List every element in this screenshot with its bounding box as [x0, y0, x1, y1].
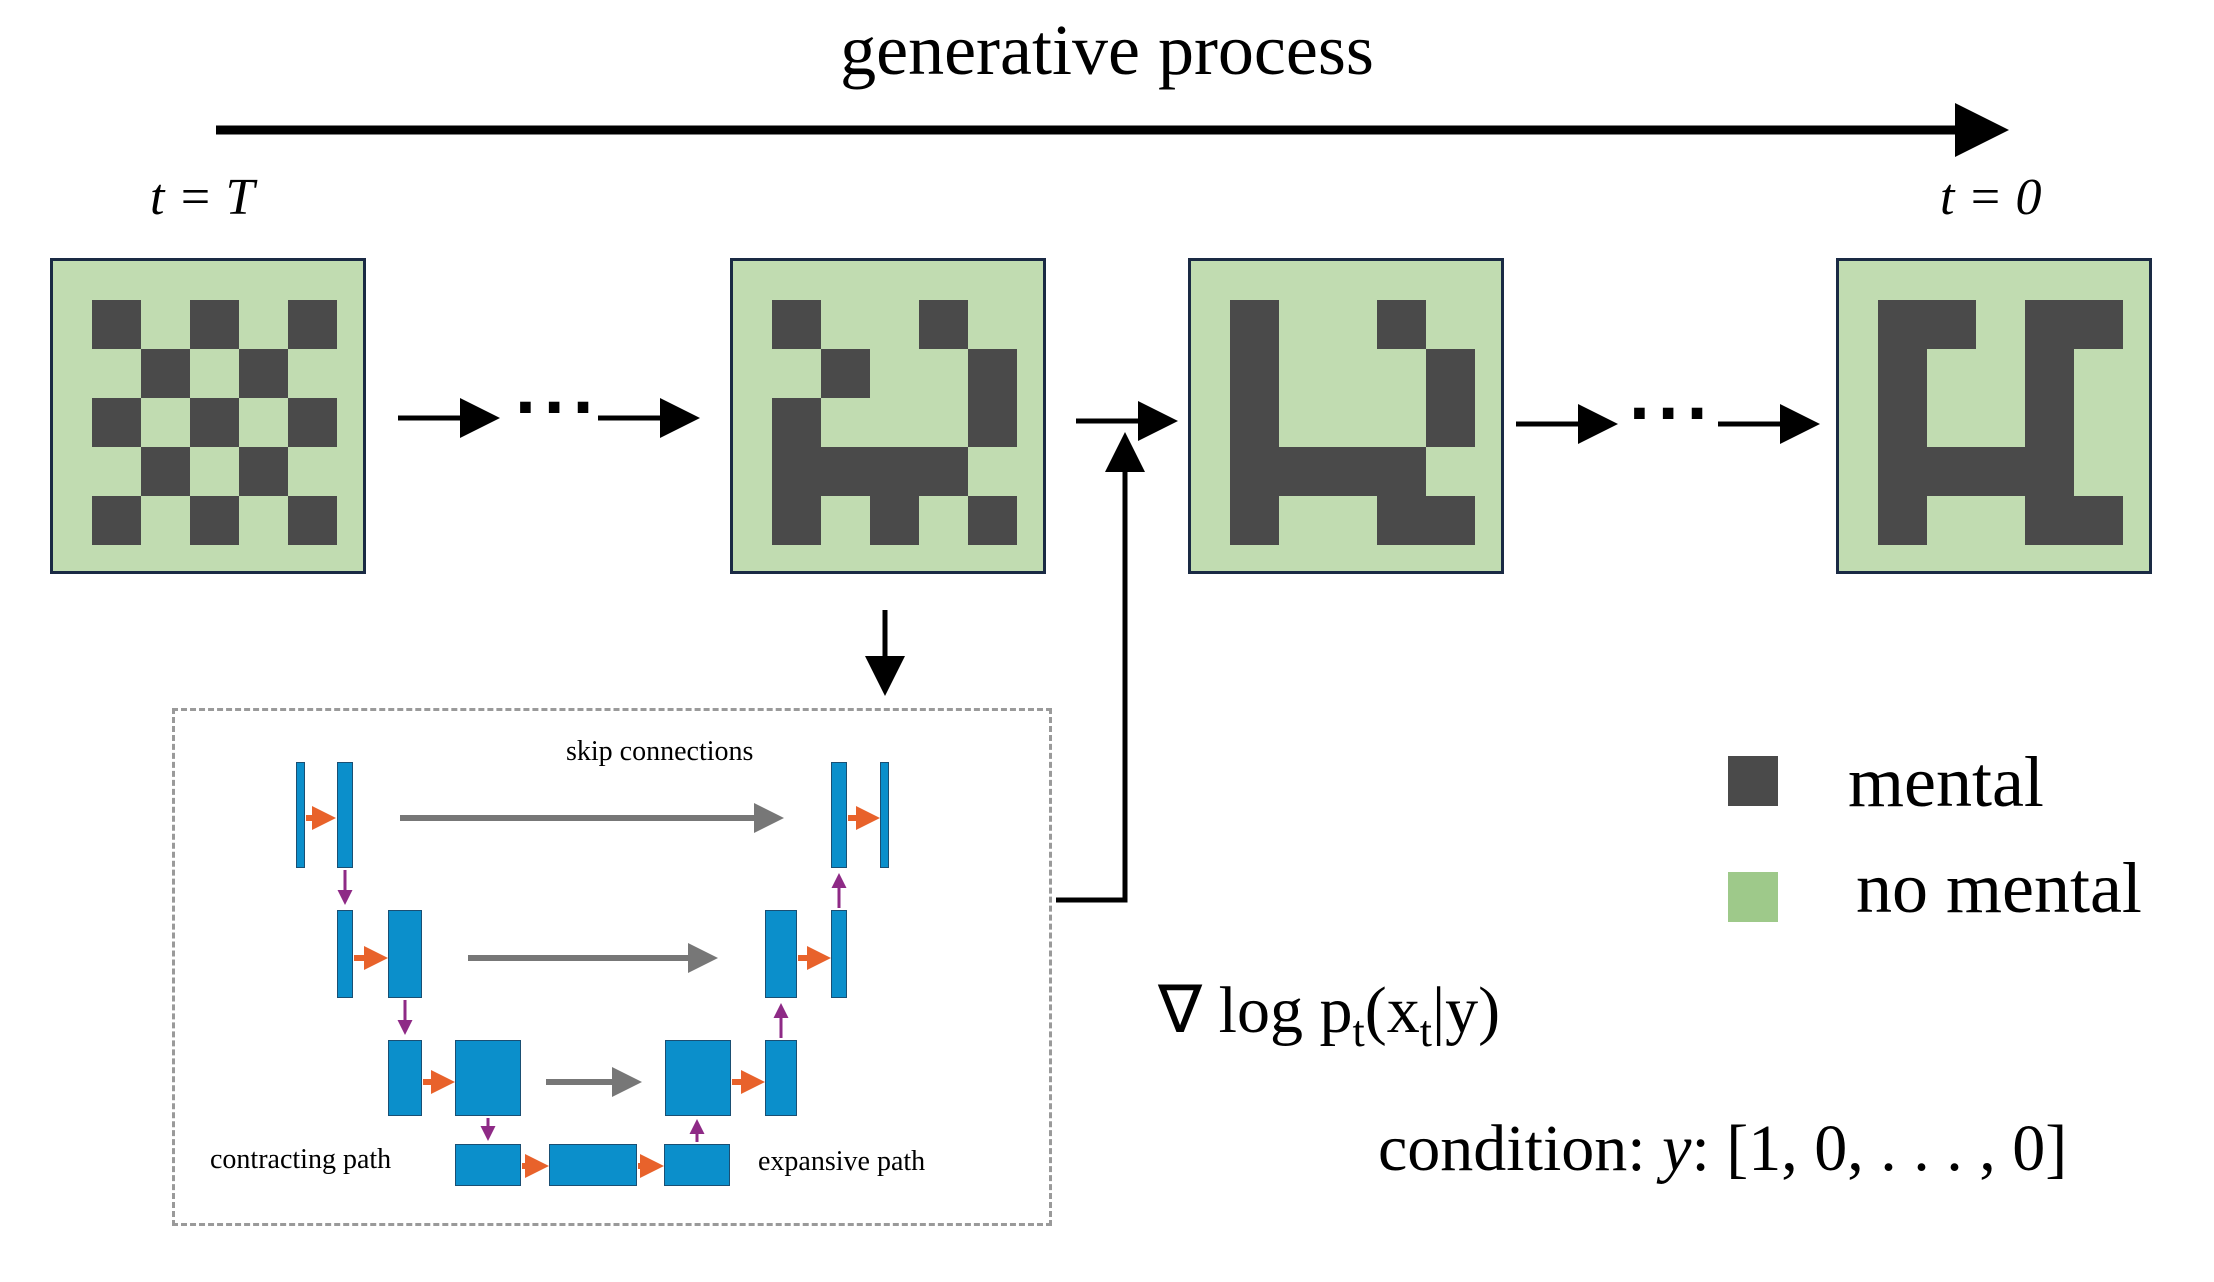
grid-cell	[1927, 300, 1976, 349]
grid-cell	[968, 496, 1017, 545]
grid-cell	[92, 496, 141, 545]
grid-cell	[288, 496, 337, 545]
grid-cell	[2074, 496, 2123, 545]
unet-bottleneck-1	[455, 1144, 521, 1186]
grid-cell	[2074, 300, 2123, 349]
ellipsis-1: ···	[514, 373, 601, 443]
grid-cell	[1230, 349, 1279, 398]
grid-cell	[772, 447, 821, 496]
unet-dec3b-block	[765, 1040, 797, 1116]
time-start-label: t = T	[150, 169, 255, 226]
grid-t-T	[50, 258, 366, 574]
grid-cell	[190, 300, 239, 349]
grid-intermediate-1	[730, 258, 1046, 574]
diagram-title: generative process	[840, 10, 1374, 90]
grid-cell	[870, 447, 919, 496]
grid-cell	[239, 447, 288, 496]
grid-cell	[1230, 496, 1279, 545]
unet-dec3a-block	[665, 1040, 731, 1116]
time-end-label: t = 0	[1940, 169, 2042, 226]
grid-cell	[1976, 447, 2025, 496]
legend-no-mental-label: no mental	[1856, 848, 2142, 928]
unet-enc3b-block	[455, 1040, 521, 1116]
score-formula: ∇ log pt(xt|y)	[1158, 974, 1501, 1057]
grid-cell	[2025, 349, 2074, 398]
grid-cell	[2025, 398, 2074, 447]
grid-cell	[2025, 447, 2074, 496]
grid-cell	[1377, 447, 1426, 496]
legend-mental-label: mental	[1848, 742, 2044, 822]
grid-cell	[1878, 496, 1927, 545]
grid-cell	[1426, 496, 1475, 545]
grid-cell	[1377, 496, 1426, 545]
grid-cell	[92, 398, 141, 447]
grid-cell	[1328, 447, 1377, 496]
grid-cell	[821, 447, 870, 496]
unet-input-block	[296, 762, 305, 868]
grid-cell	[772, 300, 821, 349]
grid-cell	[1878, 300, 1927, 349]
grid-cell	[288, 300, 337, 349]
grid-cell	[821, 349, 870, 398]
grid-cell	[1377, 300, 1426, 349]
grid-t-0	[1836, 258, 2152, 574]
grid-cell	[239, 349, 288, 398]
grid-cell	[1878, 349, 1927, 398]
grid-cell	[141, 447, 190, 496]
grid-cell	[190, 398, 239, 447]
unet-enc2a-block	[337, 910, 353, 998]
unet-dec2b-block	[831, 910, 847, 998]
grid-cell	[2025, 496, 2074, 545]
skip-connections-label: skip connections	[566, 736, 754, 767]
grid-cell	[1927, 447, 1976, 496]
grid-cell	[919, 447, 968, 496]
unet-enc3a-block	[388, 1040, 422, 1116]
grid-cell	[968, 349, 1017, 398]
condition-text: condition: y: [1, 0, . . . , 0]	[1378, 1112, 2068, 1185]
grid-cell	[1878, 447, 1927, 496]
grid-cell	[1230, 447, 1279, 496]
grid-cell	[1426, 398, 1475, 447]
grid-intermediate-2	[1188, 258, 1504, 574]
grid-cell	[1878, 398, 1927, 447]
grid-cell	[190, 496, 239, 545]
grid-cell	[919, 300, 968, 349]
contracting-path-label: contracting path	[210, 1144, 392, 1175]
grid-cell	[968, 398, 1017, 447]
unet-bottleneck-2	[549, 1144, 637, 1186]
expansive-path-label: expansive path	[758, 1146, 926, 1177]
grid-cell	[772, 496, 821, 545]
grid-cell	[1426, 349, 1475, 398]
unet-box	[172, 708, 1052, 1226]
grid-cell	[288, 398, 337, 447]
grid-cell	[92, 300, 141, 349]
legend-mental-swatch	[1728, 756, 1778, 806]
grid-cell	[1230, 300, 1279, 349]
unet-bottleneck-3	[664, 1144, 730, 1186]
legend-no-mental-swatch	[1728, 872, 1778, 922]
arrow-unet-to-row	[1056, 432, 1145, 903]
unet-dec1-block	[831, 762, 847, 868]
ellipsis-2: ···	[1628, 379, 1715, 449]
grid-cell	[141, 349, 190, 398]
unet-output-block	[880, 762, 889, 868]
grid-cell	[2025, 300, 2074, 349]
unet-dec2a-block	[765, 910, 797, 998]
unet-enc1-block	[337, 762, 353, 868]
grid-cell	[870, 496, 919, 545]
unet-enc2b-block	[388, 910, 422, 998]
grid-cell	[772, 398, 821, 447]
grid-cell	[1230, 398, 1279, 447]
grid-cell	[1279, 447, 1328, 496]
